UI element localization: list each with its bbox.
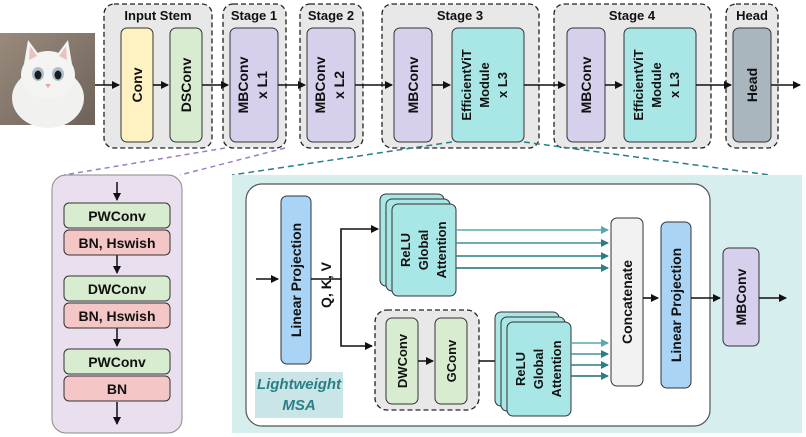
qkv-label: Q, K, V [318,261,334,308]
lightweight-label-line1: Lightweight [257,376,342,393]
mbconv-zoom-line-right [179,147,286,176]
concatenate-label: Concatenate [619,260,635,344]
attention-top-outputs [456,226,609,272]
head-label: Head [744,68,760,102]
attention-top-line1: ReLU [398,233,413,267]
evit-s4-line2: Module [649,62,664,108]
lightweight-label-bg [255,372,343,418]
evit-s4-line1: EfficientViT [631,49,646,120]
dwconv-msa-label: DWConv [395,333,410,388]
evit-s3-line2: Module [477,62,492,108]
bn-label: BN [107,381,127,397]
linear-projection-out-box [660,221,692,389]
mbconv-s4-label: MBConv [578,56,594,113]
bn-hswish-2-label: BN, Hswish [78,308,155,324]
dwconv-box [63,275,171,302]
attention-bottom-line1: ReLU [513,352,528,386]
bn-hswish-1-box [63,229,171,256]
head-title: Head [736,8,768,23]
attention-bottom-stack: ReLU Global Attention [494,311,572,417]
gconv-box [434,317,468,405]
lightweight-label-line2: MSA [282,397,315,414]
mbconv-l1-line1: MBConv [235,56,251,113]
bn-hswish-2-box [63,302,171,329]
bn-hswish-1-label: BN, Hswish [78,235,155,251]
mbconv-msa-label: MBConv [733,268,749,325]
attention-bottom-line2: Global [531,349,546,389]
stage4-title: Stage 4 [609,8,656,23]
mbconv-l1-line2: x L1 [254,71,270,99]
attention-top-line3: Attention [434,221,449,278]
stage3-title: Stage 3 [437,8,483,23]
evit-s3-line3: x L3 [495,72,510,98]
pwconv-2-label: PWConv [88,354,146,370]
mbconv-zoom-line-left [63,147,226,176]
input-stem-title: Input Stem [124,8,191,23]
gconv-label: GConv [444,339,459,382]
pwconv-1-box [63,202,171,229]
mbconv-msa-box [722,247,760,347]
dwconv-label: DWConv [88,281,147,297]
msa-zoom-line-right [523,141,771,176]
dsconv-label: DSConv [178,58,194,113]
stage2-title: Stage 2 [308,8,354,23]
attention-bottom-line3: Attention [549,340,564,397]
attention-top-stack: ReLU Global Attention [379,193,457,297]
msa-split-arrows [311,225,379,350]
pwconv-2-box [63,348,171,375]
mbconv-l2-line2: x L2 [331,71,347,99]
attention-top-line2: Global [416,230,431,270]
kitten-image [0,33,95,128]
mbconv-l2-line1: MBConv [312,56,328,113]
evit-s3-line1: EfficientViT [459,49,474,120]
linear-projection-out-label: Linear Projection [668,248,684,362]
stage1-title: Stage 1 [231,8,277,23]
linear-projection-in-box [280,195,312,365]
conv-label: Conv [129,67,145,102]
linear-projection-in-label: Linear Projection [288,223,304,337]
concatenate-box [610,217,644,387]
mbconv-s3-label: MBConv [405,56,421,113]
evit-s4-line3: x L3 [667,72,682,98]
pwconv-1-label: PWConv [88,208,146,224]
msa-zoom-line-left [231,141,453,176]
attention-bottom-outputs [571,339,609,380]
mbconv-detail-stack: PWConv BN, Hswish DWConv BN, Hswish PWCo… [63,202,171,402]
bn-box [63,375,171,402]
